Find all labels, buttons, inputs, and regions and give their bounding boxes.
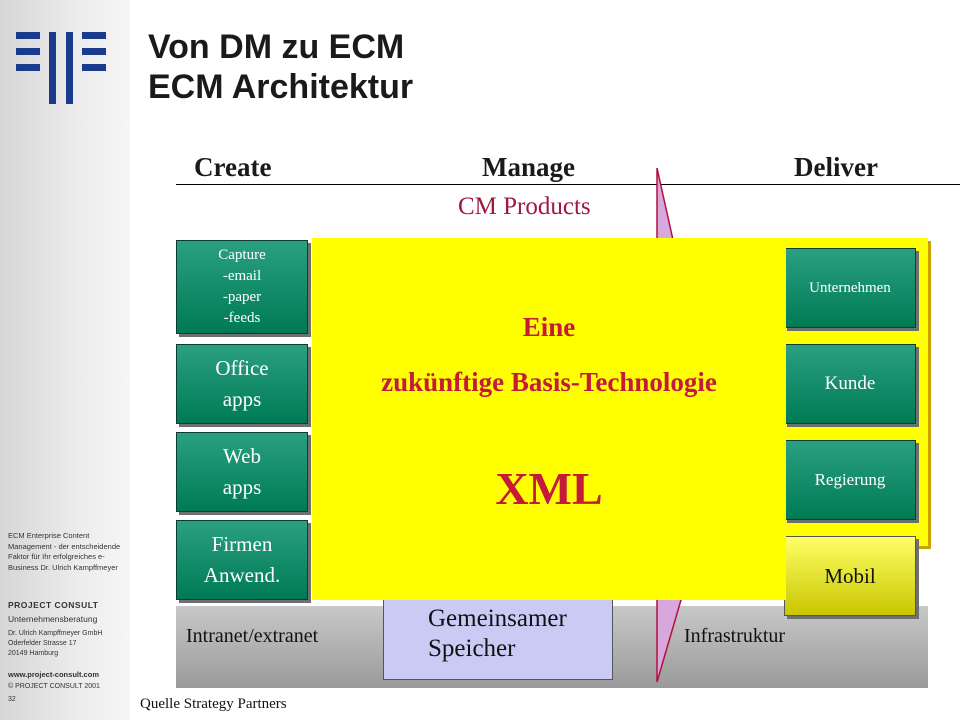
sidebar-description: ECM Enterprise Content Management - der …: [8, 531, 121, 572]
intranet-extranet-label: Intranet/extranet: [186, 625, 319, 647]
web-apps-box: Web apps: [176, 432, 308, 512]
source-note: Quelle Strategy Partners: [140, 696, 287, 712]
address-line: Oderfelder Strasse 17: [8, 640, 77, 647]
column-heading-manage: Manage: [482, 152, 575, 182]
page-title: Von DM zu ECM: [148, 28, 405, 66]
capture-feeds: -feeds: [223, 310, 261, 326]
kunde-box: Kunde: [784, 344, 916, 424]
unternehmen-box: Unternehmen: [784, 248, 916, 328]
storage-label-line: Speicher: [428, 635, 516, 662]
office-apps-box: Office apps: [176, 344, 308, 424]
sidebar-address: Dr. Ulrich Kampffmeyer GmbH Oderfelder S…: [8, 629, 130, 659]
sidebar-copyright: © PROJECT CONSULT 2001: [8, 683, 100, 690]
sidebar-company: PROJECT CONSULT: [8, 600, 99, 610]
web-apps-line: apps: [222, 475, 262, 499]
heading-divider: [176, 184, 960, 185]
office-apps-line: Office: [215, 356, 269, 380]
page-number: 32: [8, 696, 16, 703]
web-apps-line: Web: [223, 444, 261, 468]
storage-label-line: Gemeinsamer: [428, 605, 567, 632]
project-consult-logo: [16, 32, 106, 104]
overlay-line-eine: Eine: [522, 312, 576, 342]
office-apps-line: apps: [222, 387, 262, 411]
xml-overlay-panel: [312, 238, 786, 600]
regierung-box: Regierung: [784, 440, 916, 520]
infrastruktur-label: Infrastruktur: [684, 625, 786, 647]
unternehmen-label: Unternehmen: [809, 279, 891, 296]
page-subtitle: ECM Architektur: [148, 68, 414, 106]
capture-email: -email: [222, 268, 262, 284]
overlay-line-basis-technologie: zukünftige Basis-Technologie: [381, 367, 717, 397]
address-line: 20149 Hamburg: [8, 650, 59, 657]
sidebar: ECM Enterprise Content Management - der …: [0, 0, 130, 720]
sidebar-subtitle: Unternehmensberatung: [8, 614, 98, 624]
address-line: Dr. Ulrich Kampffmeyer GmbH: [8, 630, 103, 637]
overlay-line-xml: XML: [495, 463, 603, 514]
sidebar-website-link[interactable]: www.project-consult.com: [8, 670, 99, 679]
capture-box: Capture -email -paper -feeds: [176, 240, 308, 334]
capture-paper: -paper: [222, 289, 262, 305]
column-heading-create: Create: [194, 152, 272, 182]
regierung-label: Regierung: [814, 470, 886, 489]
shared-storage-label: Gemeinsamer Speicher: [428, 604, 567, 664]
capture-title: Capture: [218, 247, 266, 263]
firmen-anwend-box: Firmen Anwend.: [176, 520, 308, 600]
cm-products-label: CM Products: [458, 193, 591, 220]
firmen-anwend-line: Firmen: [211, 532, 273, 556]
mobil-box: Mobil: [784, 536, 916, 616]
column-heading-deliver: Deliver: [794, 152, 878, 182]
mobil-label: Mobil: [824, 563, 876, 588]
kunde-label: Kunde: [824, 373, 876, 394]
firmen-anwend-line: Anwend.: [203, 563, 281, 587]
